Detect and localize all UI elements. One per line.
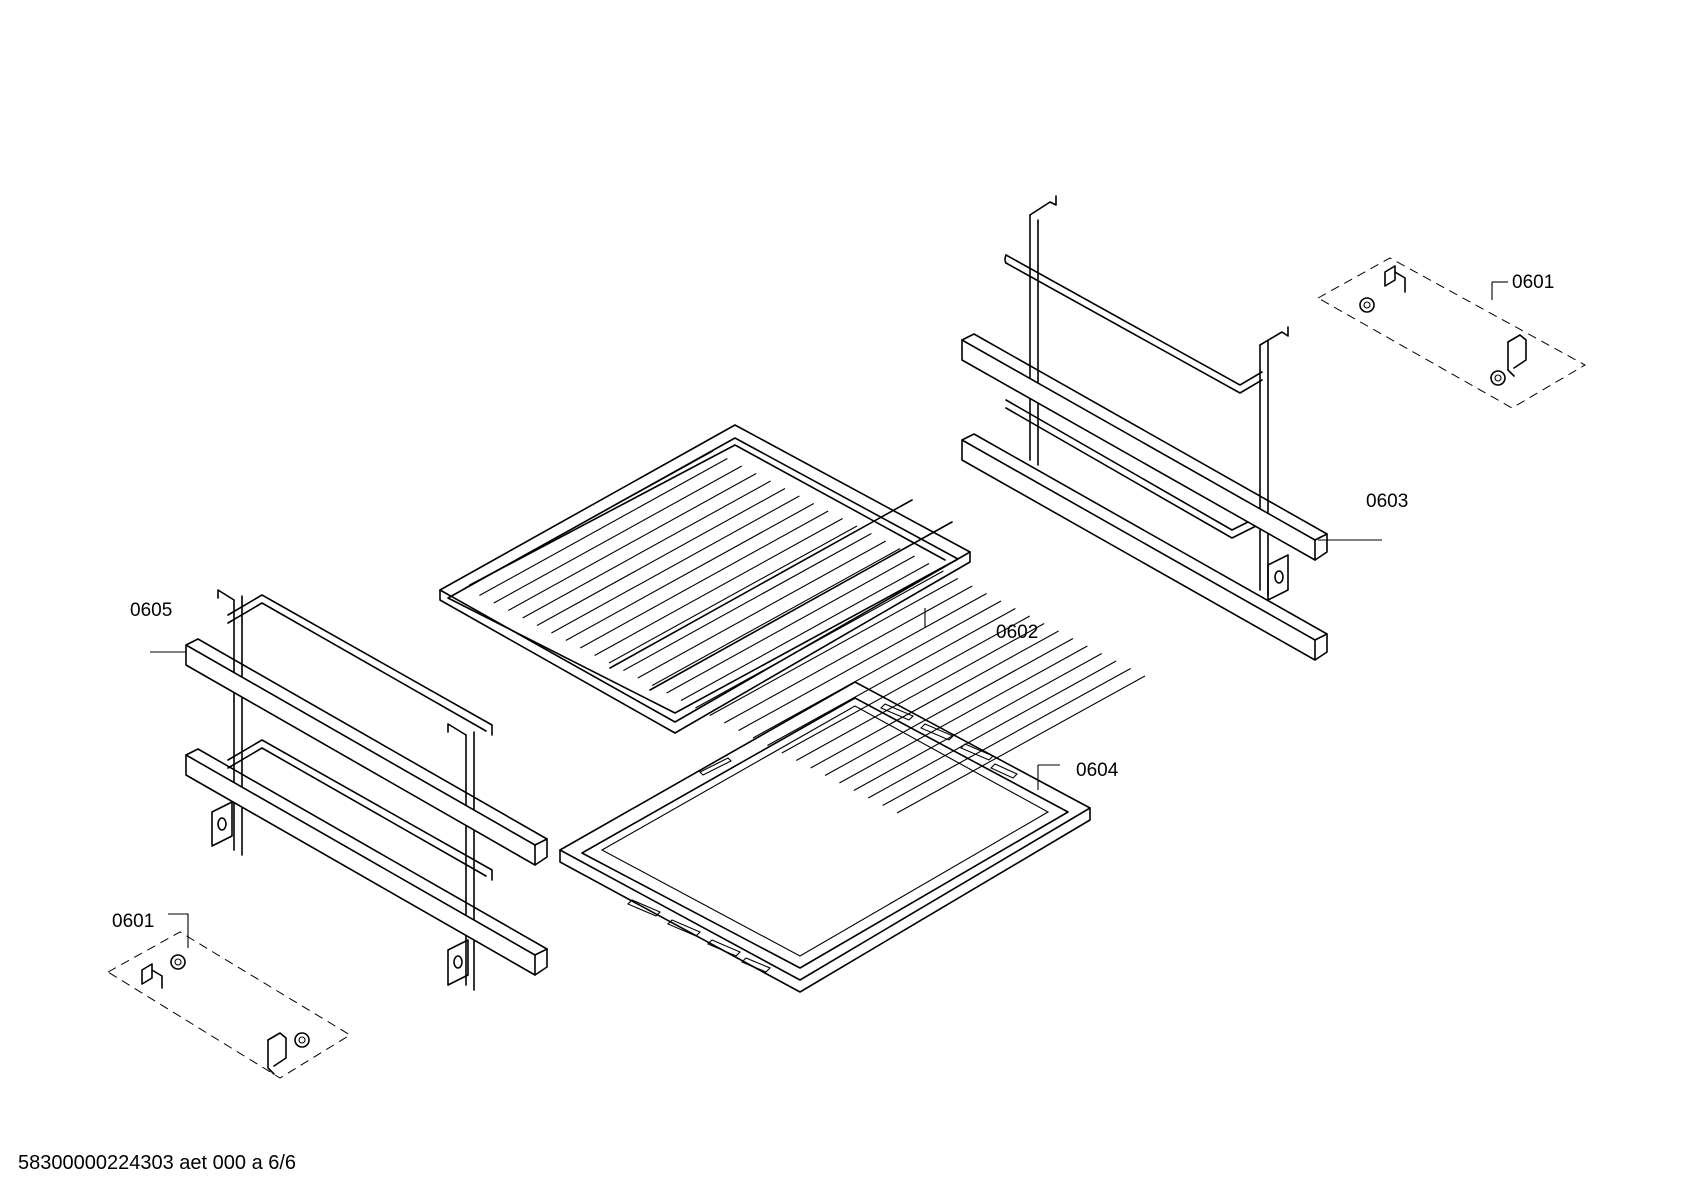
- label-0601-bottom-left: 0601: [112, 911, 154, 932]
- drawing-id-footer: 58300000224303 aet 000 a 6/6: [18, 1152, 297, 1174]
- rack-grid-rods: [464, 450, 1146, 814]
- leader-lines: [150, 281, 1508, 948]
- clip-set-bottom-left: [107, 931, 351, 1079]
- label-0604: 0604: [1076, 760, 1119, 781]
- label-0605: 0605: [130, 600, 172, 621]
- clip-set-top-right: [1316, 257, 1587, 409]
- tray-slots: [627, 703, 1018, 973]
- right-rail-part: [961, 195, 1328, 661]
- label-0603: 0603: [1366, 491, 1408, 512]
- baking-tray-part: [559, 681, 1091, 993]
- left-rail-part: [185, 589, 548, 991]
- label-0601-top-right: 0601: [1512, 272, 1554, 293]
- wire-rack-part: [439, 424, 1146, 814]
- label-0602: 0602: [996, 622, 1038, 643]
